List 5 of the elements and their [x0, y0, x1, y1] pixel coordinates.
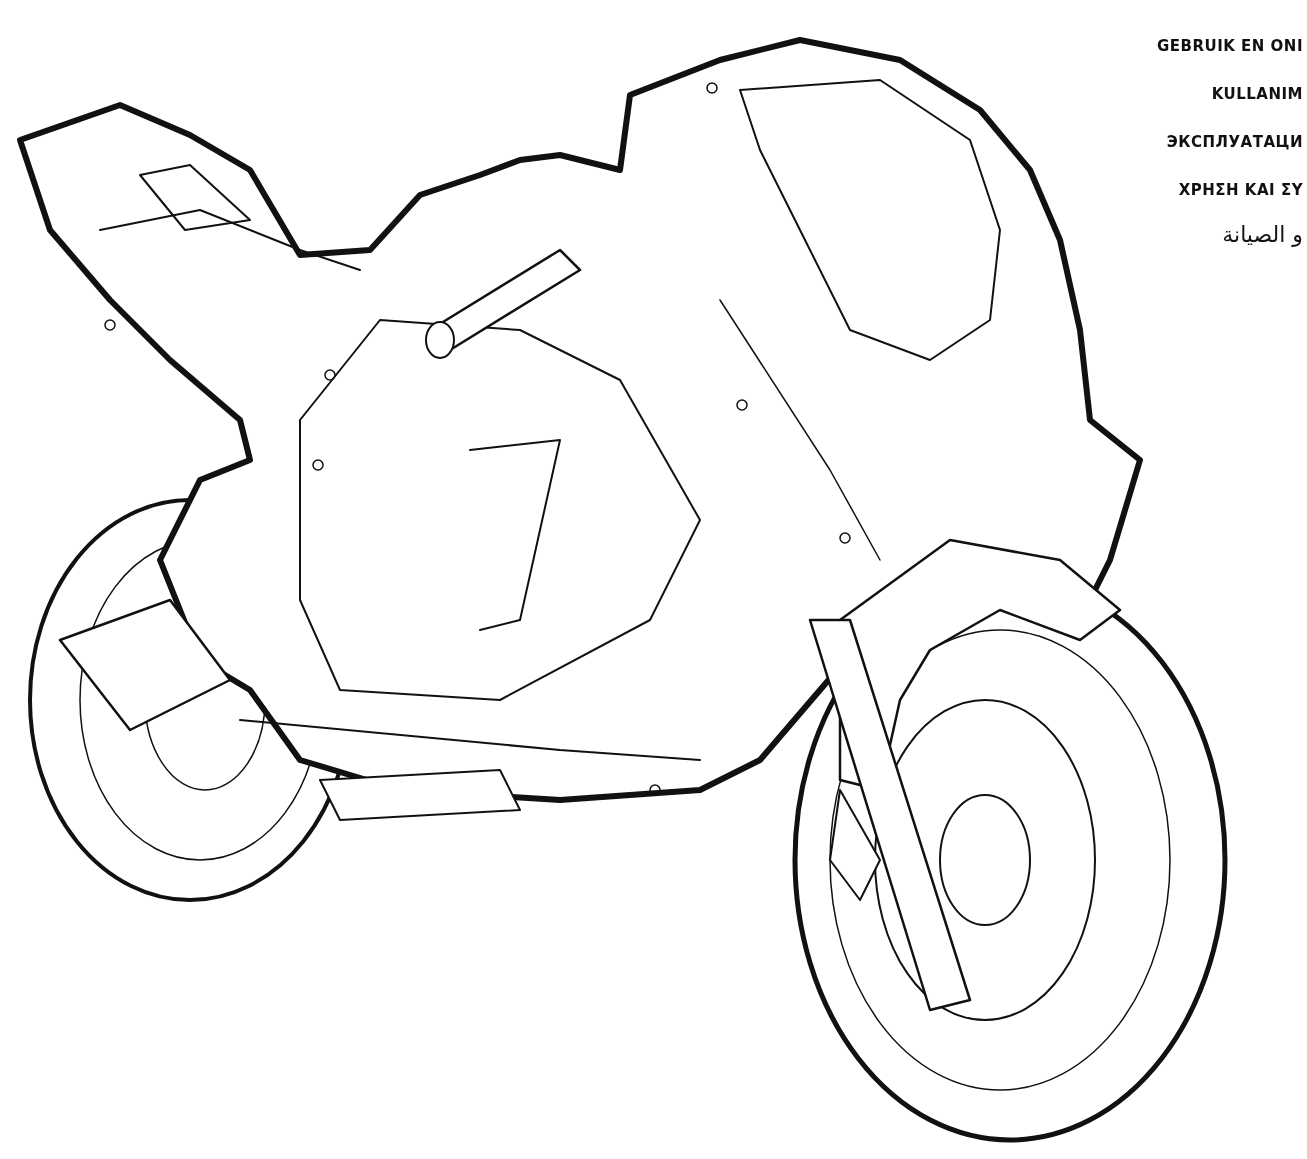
title-text: ΧΡΗΣΗ ΚΑΙ ΣΥ — [1178, 181, 1303, 199]
title-text: KULLANIM — [1211, 85, 1303, 103]
title-text: GEBRUIK EN ONI — [1156, 37, 1303, 55]
title-text: ЭКСПЛУАТАЦИ — [1166, 133, 1303, 151]
title-text: و الصيانة — [1222, 222, 1303, 247]
